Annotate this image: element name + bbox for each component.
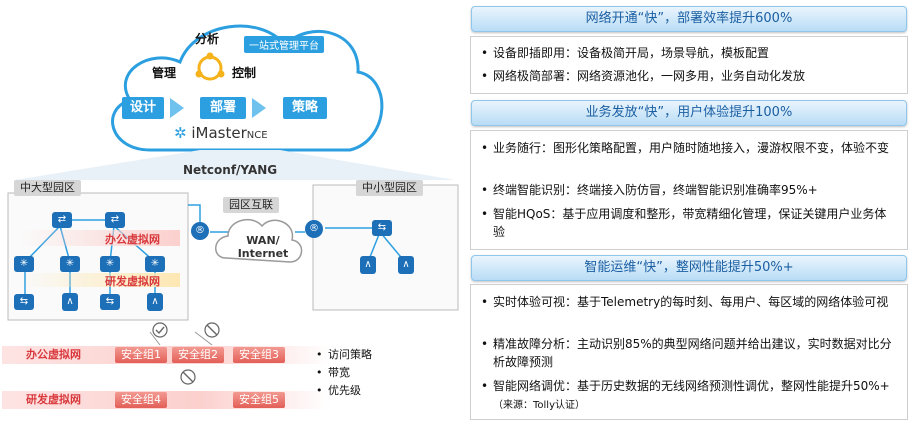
arrow-icon (252, 98, 266, 118)
access-switch-icon: ⇆ (100, 294, 120, 310)
rd-vn-band (20, 273, 180, 287)
list-item: 智能网络调优：基于历史数据的无线网络预测性调优，整网性能提升50%+（来源：To… (481, 377, 896, 415)
section-2-box: 业务随行：图形化策略配置，用户随时随地接入，漫游权限不变，体验不变 终端智能识别… (470, 130, 908, 250)
protocol-label: Netconf/YANG (183, 163, 278, 177)
step-deploy: 部署 (200, 97, 246, 119)
list-item: 终端智能识别：终端接入防仿冒，终端智能识别准确率95%+ (481, 181, 896, 199)
cloud-left-label: 管理 (152, 66, 177, 80)
ap-icon: ∧ (398, 256, 414, 274)
access-switch-icon: ⇆ (14, 294, 34, 310)
agg-switch-icon: ✳ (60, 256, 80, 272)
list-item: 实时体验可视：基于Telemetry的每时刻、每用户、每区域的网络体验可视 (481, 293, 896, 311)
agg-switch-icon: ✳ (14, 256, 34, 272)
office-vn-label: 办公虚拟网 (105, 233, 160, 246)
agg-switch-icon: ✳ (145, 256, 165, 272)
list-item: 设备即插即用：设备极简开局，场景导航，模板配置 (481, 44, 896, 62)
step-design: 设计 (122, 97, 164, 119)
ap-icon: ∧ (62, 293, 78, 311)
brand-mark-icon: ✲ (174, 124, 187, 142)
office-vn-band (20, 230, 180, 246)
section-3-title: 智能运维“快”，整网性能提升50%+ (471, 255, 907, 281)
core-switch-icon: ⇄ (52, 212, 72, 228)
security-group-4: 安全组4 (115, 392, 167, 408)
allow-icon (152, 322, 168, 338)
step-policy: 策略 (283, 97, 327, 119)
switch-icon: ⇆ (372, 220, 392, 236)
policy-item: •带宽 (316, 366, 350, 379)
security-group-3: 安全组3 (233, 347, 285, 363)
security-group-2: 安全组2 (172, 347, 224, 363)
ap-icon: ∧ (360, 256, 376, 274)
core-switch-icon: ⇄ (105, 212, 125, 228)
list-item: 精准故障分析：主动识别85%的典型网络问题并给出建议，实时数据对比分析故障预测 (481, 335, 896, 371)
section-2-title: 业务发放“快”，用户体验提升100% (471, 100, 907, 126)
rd-vn-title: 研发虚拟网 (26, 393, 81, 406)
list-item: 业务随行：图形化策略配置，用户随时随地接入，漫游权限不变，体验不变 (481, 139, 896, 157)
large-campus-label: 中大型园区 (14, 180, 81, 196)
cloud-right-label: 控制 (232, 66, 257, 80)
interconnect-label: 园区互联 (223, 197, 279, 213)
policy-item: •优先级 (316, 384, 361, 397)
policy-item: •访问策略 (316, 348, 372, 361)
list-item: 智能HQoS：基于应用调度和整形，带宽精细化管理，保证关键用户业务体验 (481, 205, 896, 241)
small-campus-label: 中小型园区 (356, 180, 423, 196)
rd-vn-label: 研发虚拟网 (105, 275, 160, 288)
beam (15, 150, 455, 180)
agg-switch-icon: ✳ (100, 256, 120, 272)
section-1-title: 网络开通“快”，部署效率提升600% (471, 6, 907, 32)
router-icon: ® (305, 220, 323, 238)
list-item: 网络极简部署：网络资源池化，一网多用，业务自动化发放 (481, 67, 896, 85)
wan-label: WAN/ Internet (237, 234, 289, 260)
section-1-box: 设备即插即用：设备极简开局，场景导航，模板配置 网络极简部署：网络资源池化，一网… (470, 36, 908, 94)
small-campus-box (312, 184, 459, 311)
security-group-5: 安全组5 (233, 392, 285, 408)
wan-cloud (215, 218, 303, 263)
ap-icon: ∧ (147, 293, 163, 311)
cloud-top-label: 分析 (195, 32, 220, 46)
source-note: （来源：Tolly认证） (493, 400, 586, 411)
platform-tag: 一站式管理平台 (244, 36, 324, 53)
section-3-box: 实时体验可视：基于Telemetry的每时刻、每用户、每区域的网络体验可视 精准… (470, 284, 908, 420)
arrow-icon (170, 98, 184, 118)
brand-logo: ✲ iMasterNCE (174, 124, 268, 142)
router-icon: ® (191, 222, 209, 240)
security-group-1: 安全组1 (115, 347, 167, 363)
office-vn-title: 办公虚拟网 (26, 348, 81, 361)
